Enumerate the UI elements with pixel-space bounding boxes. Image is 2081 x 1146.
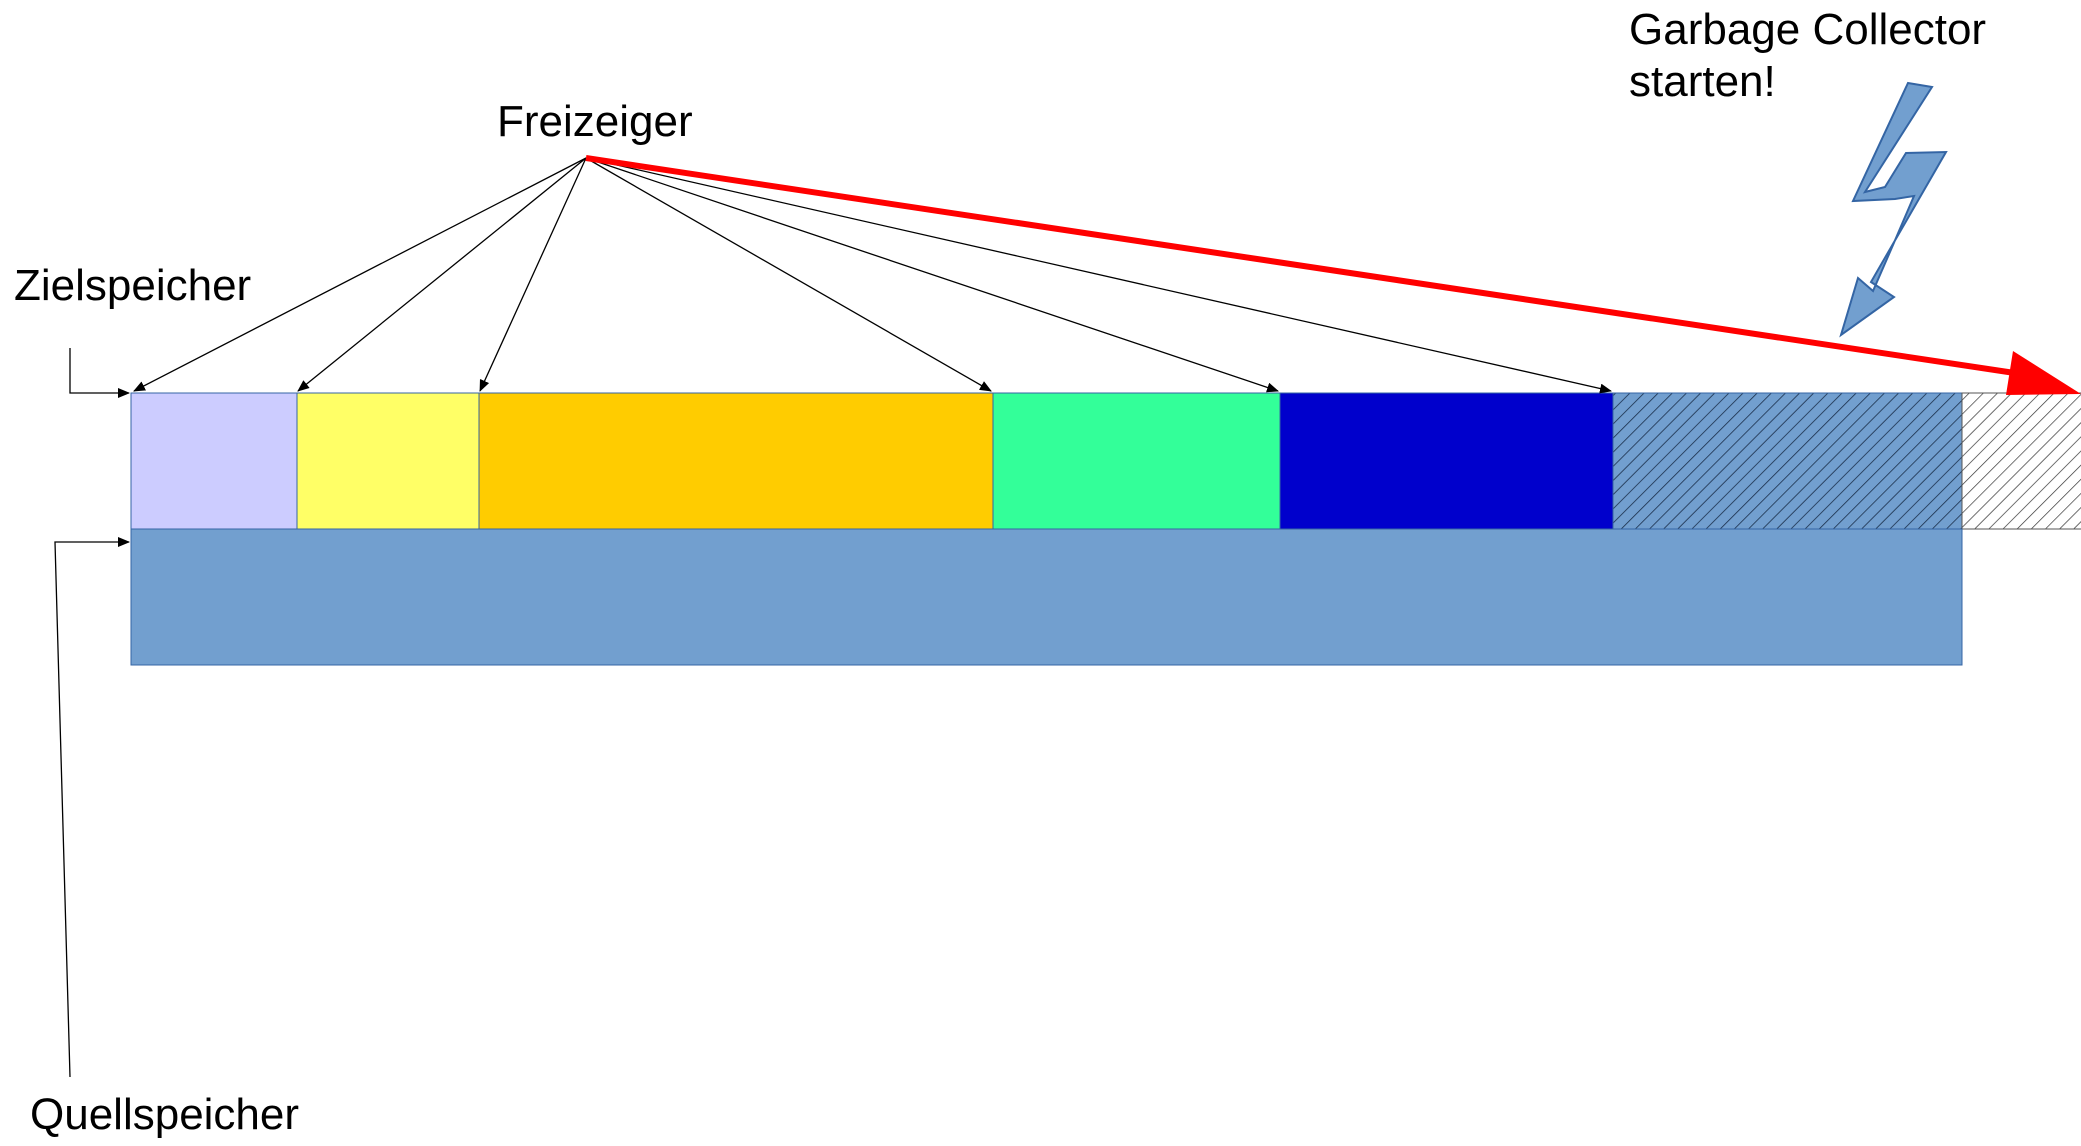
pointer-arrow-5 xyxy=(585,157,1279,393)
memory-overflow-hatched xyxy=(1961,392,2081,530)
pointer-arrow-2 xyxy=(297,157,587,392)
source-memory-block xyxy=(130,528,1963,666)
gc-start-label: Garbage Collector starten! xyxy=(1629,4,1986,108)
memory-block-yellow xyxy=(296,392,480,530)
target-memory xyxy=(130,392,2081,530)
free-pointer-label: Freizeiger xyxy=(497,97,693,146)
target-memory-connector xyxy=(69,348,130,398)
memory-block-blue xyxy=(1279,392,1614,530)
memory-block-green xyxy=(992,392,1281,530)
lightning-bolt-icon xyxy=(1839,81,1948,338)
memory-block-hatched xyxy=(1612,392,1963,530)
memory-block-orange xyxy=(478,392,994,530)
pointer-arrow-3 xyxy=(479,157,587,392)
pointer-arrow-4 xyxy=(585,157,992,392)
source-memory-label: Quellspeicher xyxy=(30,1090,300,1139)
pointer-arrow-1 xyxy=(133,157,587,392)
pointer-arrow-6 xyxy=(585,157,1612,394)
free-pointer-arrows xyxy=(133,157,1612,394)
gc-start-label-line1: Garbage Collector xyxy=(1629,5,1987,54)
red-overflow-arrow xyxy=(585,155,2081,395)
gc-start-label-line2: starten! xyxy=(1629,57,1776,106)
memory-block-lavender xyxy=(130,392,298,530)
source-memory-connector xyxy=(54,537,130,1078)
target-memory-label: Zielspeicher xyxy=(14,261,252,310)
